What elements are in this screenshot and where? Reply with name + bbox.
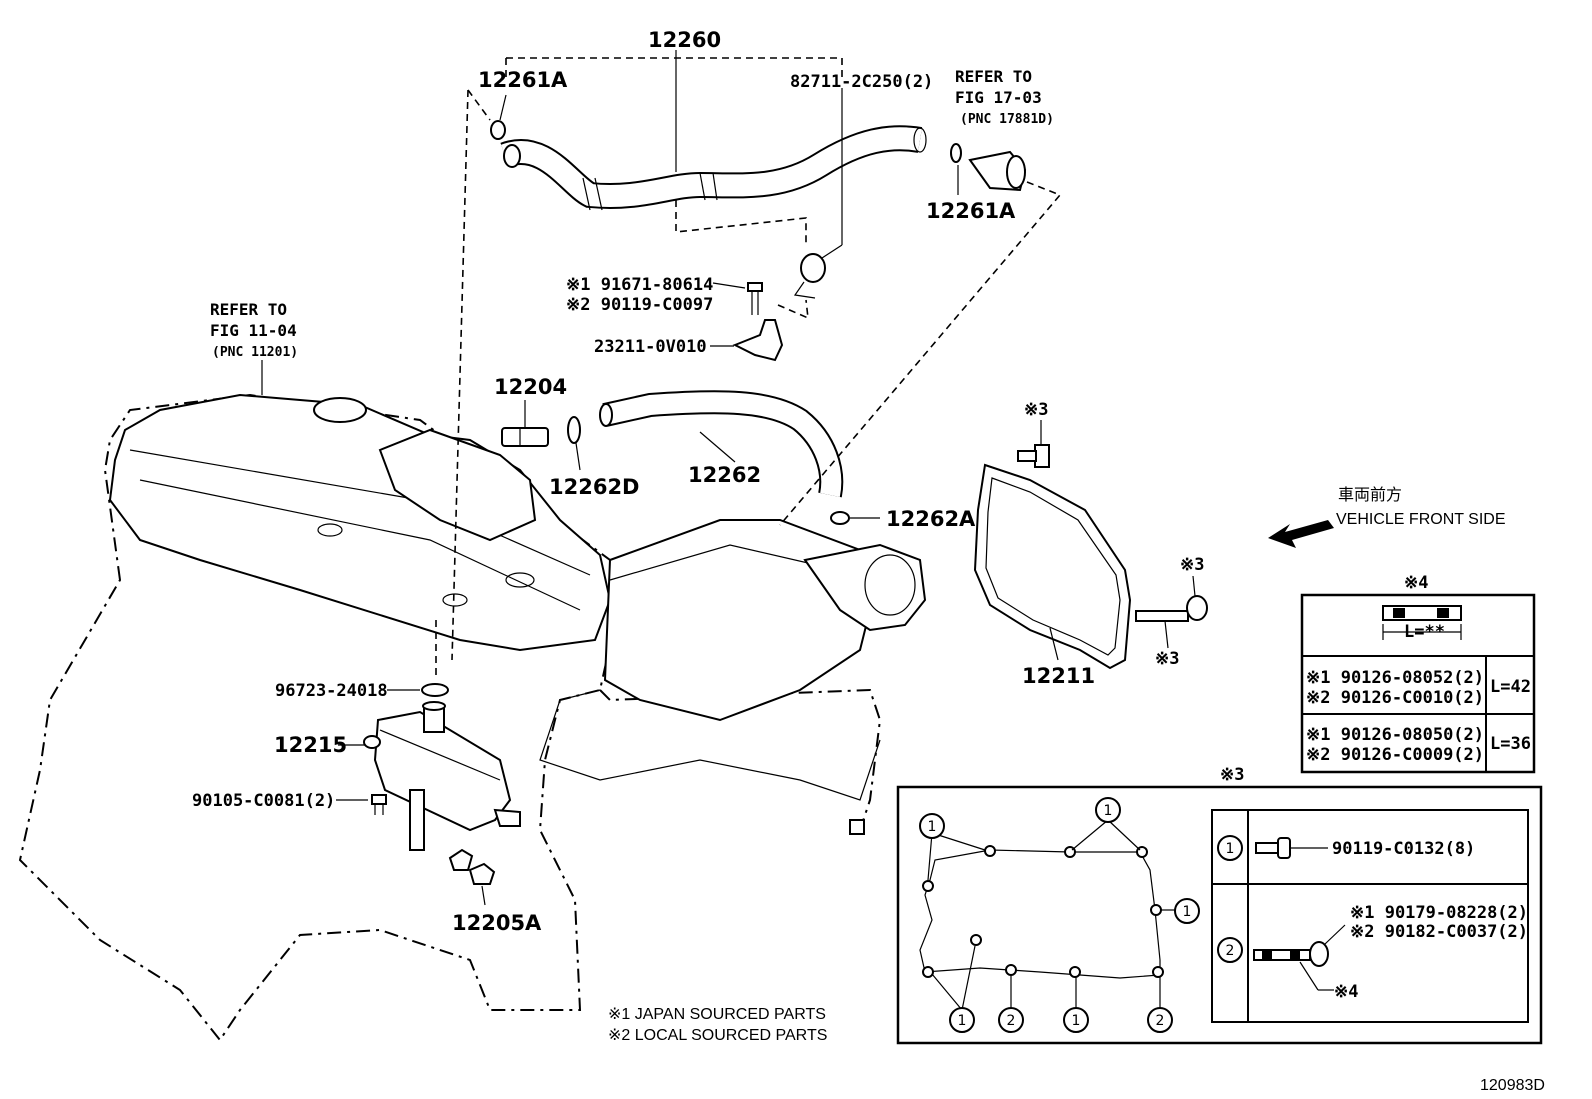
cylinder-head-cover [108, 393, 612, 652]
label-12261a-top: 12261A [478, 68, 568, 92]
label-12262d: 12262D [549, 475, 640, 499]
refer17-line2: FIG 17-03 [955, 88, 1042, 107]
valve-12204 [501, 400, 549, 447]
label-90119-c0097: ※2 90119-C0097 [566, 295, 713, 315]
table3-title: ※3 [1220, 765, 1244, 785]
label-23211: 23211-0V010 [594, 337, 707, 357]
label-12204: 12204 [494, 375, 567, 399]
svg-text:1: 1 [1183, 904, 1192, 920]
part-12205a [448, 848, 496, 906]
vehicle-front-en: VEHICLE FRONT SIDE [1336, 511, 1506, 528]
label-90105: 90105-C0081(2) [192, 791, 335, 811]
table4-row1-line2: ※2 90126-C0010(2) [1306, 688, 1484, 708]
table4-row2-line2: ※2 90126-C0009(2) [1306, 745, 1484, 765]
table4-row2-length: L=36 [1490, 734, 1531, 754]
dashed-leaders [435, 89, 1062, 680]
gasket-12211 [973, 463, 1132, 670]
figure-id: 120983D [1480, 1077, 1545, 1094]
refer11-line2: FIG 11-04 [210, 321, 297, 340]
label-12205a: 12205A [452, 911, 542, 935]
stud-bolt-icon [1382, 605, 1462, 640]
clamp-82711 [793, 88, 843, 299]
ring-12262d [567, 416, 581, 471]
svg-text:1: 1 [1226, 841, 1235, 857]
gasket-96723 [387, 683, 449, 697]
refer11-line3: (PNC 11201) [212, 345, 298, 360]
legend-num-1: 1 [1217, 835, 1243, 861]
bolt-90105 [336, 794, 387, 815]
detail-box-mark3: ※3 1 1 1 1 2 1 2 [896, 765, 1543, 1045]
label-mark3-top: ※3 [1024, 400, 1048, 420]
legend-num-2: 2 [1217, 937, 1243, 963]
label-12211: 12211 [1022, 664, 1095, 688]
hose-12260 [500, 125, 927, 211]
label-12262a: 12262A [886, 507, 976, 531]
svg-text:1: 1 [958, 1013, 967, 1029]
vehicle-front-arrow [1268, 520, 1334, 548]
gasket-callout-1d: 1 [949, 1007, 975, 1033]
label-82711: 82711-2C250(2) [790, 72, 933, 92]
gasket-callout-2b: 2 [1147, 1007, 1173, 1033]
svg-text:2: 2 [1007, 1013, 1016, 1029]
bracket-23211 [710, 319, 784, 362]
clip-12262a [830, 511, 880, 525]
label-96723: 96723-24018 [275, 681, 388, 701]
clip-12261a-top [490, 94, 507, 140]
stud-nut-mark3 [1135, 575, 1208, 649]
table4-row1-line1: ※1 90126-08052(2) [1306, 668, 1484, 688]
note-japan-sourced: ※1 JAPAN SOURCED PARTS [608, 1006, 826, 1023]
gasket-sketch [919, 819, 1175, 1011]
note-local-sourced: ※2 LOCAL SOURCED PARTS [608, 1027, 827, 1044]
svg-text:1: 1 [1104, 803, 1113, 819]
table3-row2-ref: ※4 [1334, 982, 1358, 1002]
gasket-callout-1a: 1 [919, 813, 945, 839]
bracket-12260 [505, 50, 843, 172]
refer17-line1: REFER TO [955, 67, 1032, 86]
gasket-callout-1e: 1 [1063, 1007, 1089, 1033]
label-mark3-right-b: ※3 [1155, 649, 1179, 669]
label-mark3-right-a: ※3 [1180, 555, 1204, 575]
table4-row1-length: L=42 [1490, 677, 1531, 697]
bolt-91671 [712, 282, 763, 315]
oil-separator-12215 [338, 701, 521, 851]
svg-text:1: 1 [928, 819, 937, 835]
svg-text:2: 2 [1226, 943, 1235, 959]
svg-text:1: 1 [1072, 1013, 1081, 1029]
table4-length-label: L=** [1404, 622, 1445, 642]
refer17-line3: (PNC 17881D) [960, 112, 1054, 127]
gasket-callout-1b: 1 [1095, 797, 1121, 823]
table3-row2-part2: ※2 90182-C0037(2) [1350, 922, 1528, 942]
pcv-valve [950, 143, 1027, 195]
bolt-mark3-top [1017, 420, 1050, 468]
svg-text:2: 2 [1156, 1013, 1165, 1029]
label-12261a-right: 12261A [926, 199, 1016, 223]
table4-row2-line1: ※1 90126-08050(2) [1306, 725, 1484, 745]
refer11-line1: REFER TO [210, 300, 287, 319]
table-mark4: ※4 L=** ※1 90126-08052(2) ※2 90126-C0010… [1300, 573, 1536, 774]
table3-row1-part: 90119-C0132(8) [1332, 839, 1475, 859]
label-12215: 12215 [274, 733, 347, 757]
timing-cover-box [539, 519, 927, 835]
table3-row2-part1: ※1 90179-08228(2) [1350, 903, 1528, 923]
label-12262: 12262 [688, 463, 761, 487]
table4-title: ※4 [1404, 573, 1428, 593]
bolt-90119-c0132-icon [1255, 837, 1328, 859]
vehicle-front-jp: 車両前方 [1338, 486, 1402, 504]
label-12260: 12260 [648, 28, 721, 52]
label-91671: ※1 91671-80614 [566, 275, 713, 295]
gasket-callout-1c: 1 [1174, 898, 1200, 924]
stud-nut-icon [1253, 924, 1346, 991]
hose-12262 [599, 390, 844, 498]
gasket-callout-2a: 2 [998, 1007, 1024, 1033]
